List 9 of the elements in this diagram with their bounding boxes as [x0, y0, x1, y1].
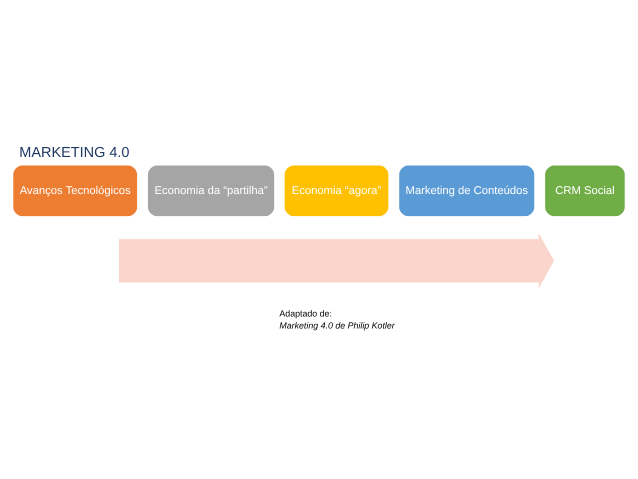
label: Marketing 4.0 de Philip Kotler [279, 320, 395, 331]
node-box: CRM Social [544, 164, 626, 218]
node-box: Avanços Tecnológicos [12, 164, 139, 218]
node-arrow [119, 233, 554, 288]
node-box: Economia “agora” [283, 164, 390, 218]
node-box: Economia da “partilha” [146, 164, 276, 218]
label: Adaptado de: [279, 308, 332, 319]
node-box: Marketing de Conteúdos [398, 164, 536, 218]
diagram-title: MARKETING 4.0 [19, 145, 130, 162]
